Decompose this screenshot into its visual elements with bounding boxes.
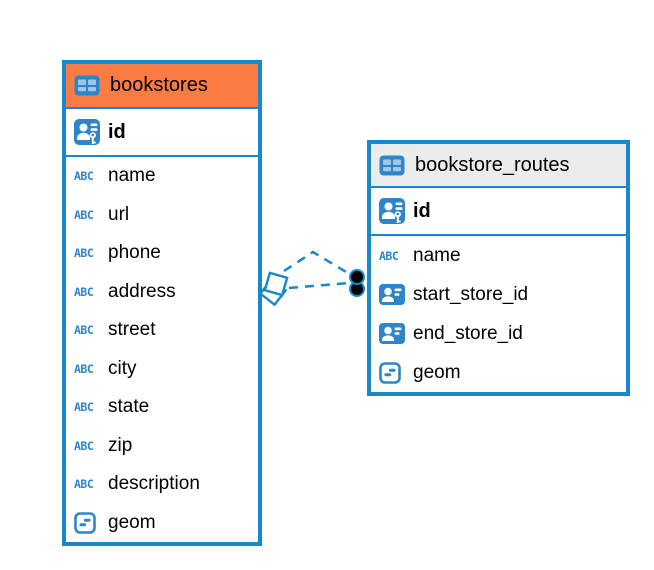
text-type-icon: ABC [74, 477, 94, 492]
column-row-street[interactable]: ABC street [66, 311, 258, 350]
reference-type-icon [379, 323, 407, 344]
column-row-zip[interactable]: ABC zip [66, 426, 258, 465]
column-name: start_store_id [413, 283, 529, 305]
column-name: phone [108, 242, 161, 264]
column-row-geom[interactable]: geom [66, 503, 258, 542]
column-name: end_store_id [413, 322, 523, 344]
geometry-type-icon [379, 361, 407, 384]
relationship-line-upper[interactable] [283, 250, 352, 277]
text-type-icon: ABC [74, 323, 94, 338]
column-row-city[interactable]: ABC city [66, 349, 258, 388]
column-name: name [108, 165, 156, 187]
column-name: geom [413, 361, 461, 383]
primary-key-name: id [413, 199, 431, 222]
column-name: city [108, 357, 137, 379]
text-type-icon: ABC [74, 284, 94, 299]
text-type-icon: ABC [379, 248, 399, 263]
column-row-id[interactable]: id [66, 109, 258, 157]
primary-key-name: id [108, 120, 126, 143]
column-row-id[interactable]: id [371, 188, 626, 236]
relationship-endpoint-lower [349, 281, 365, 297]
column-row-url[interactable]: ABC url [66, 195, 258, 234]
text-type-icon: ABC [74, 400, 94, 415]
primary-key-icon [379, 198, 407, 224]
column-name: state [108, 396, 150, 418]
table-bookstore-routes[interactable]: bookstore_routes id ABC [367, 140, 630, 396]
table-title: bookstores [110, 74, 208, 96]
column-name: address [108, 280, 176, 302]
column-name: url [108, 203, 130, 225]
column-name: description [108, 473, 200, 495]
text-type-icon: ABC [74, 438, 94, 453]
column-name: street [108, 319, 156, 341]
text-type-icon: ABC [74, 207, 94, 222]
column-list: ABC name ABC url ABC phone ABC address A… [66, 157, 258, 542]
table-icon [379, 155, 407, 176]
column-row-state[interactable]: ABC state [66, 388, 258, 427]
column-row-description[interactable]: ABC description [66, 465, 258, 504]
primary-key-icon [74, 119, 102, 145]
table-bookstore-routes-header[interactable]: bookstore_routes [371, 144, 626, 188]
reference-type-icon [379, 284, 407, 305]
column-name: zip [108, 434, 133, 456]
column-row-end-store-id[interactable]: end_store_id [371, 314, 626, 353]
text-type-icon: ABC [74, 361, 94, 376]
relationship-endpoint-upper [349, 269, 365, 285]
column-row-name[interactable]: ABC name [66, 157, 258, 196]
column-name: name [413, 244, 461, 266]
column-row-start-store-id[interactable]: start_store_id [371, 275, 626, 314]
column-row-phone[interactable]: ABC phone [66, 234, 258, 273]
text-type-icon: ABC [74, 169, 94, 184]
geometry-type-icon [74, 511, 102, 534]
column-list: ABC name start_store_id [371, 236, 626, 392]
column-row-geom[interactable]: geom [371, 353, 626, 392]
table-icon [74, 75, 102, 96]
relationship-line-lower[interactable] [288, 281, 350, 290]
table-bookstores[interactable]: bookstores id ABC [62, 60, 262, 546]
text-type-icon: ABC [74, 246, 94, 261]
column-row-address[interactable]: ABC address [66, 272, 258, 311]
column-name: geom [108, 511, 156, 533]
table-title: bookstore_routes [415, 153, 570, 176]
column-row-name[interactable]: ABC name [371, 236, 626, 275]
many-cardinality-marker [258, 271, 289, 307]
table-bookstores-header[interactable]: bookstores [66, 64, 258, 109]
